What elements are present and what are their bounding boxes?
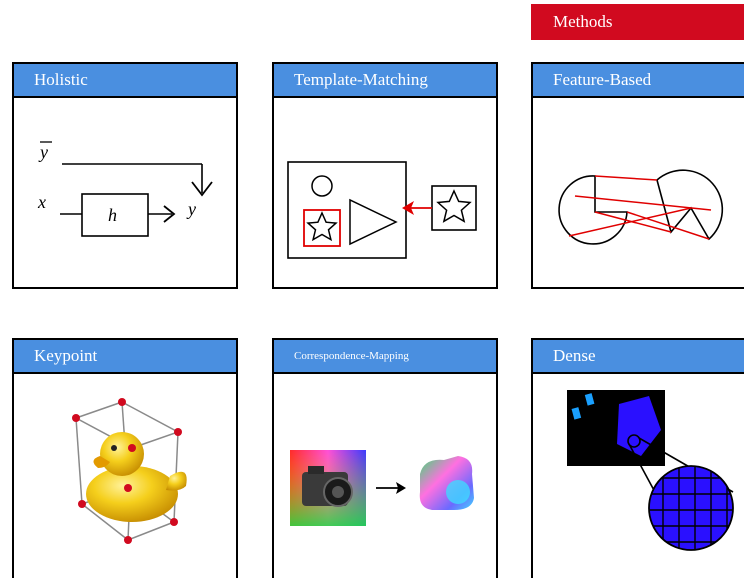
panel-title-holistic: Holistic	[14, 64, 236, 98]
dense-mesh-image	[419, 456, 474, 510]
panel-title-keypoint: Keypoint	[14, 340, 236, 374]
panel-feature-based: Feature-Based	[531, 62, 744, 289]
panel-correspondence-mapping: Correspondence-Mapping	[272, 338, 498, 578]
camera-image	[302, 466, 353, 507]
h-output-arrowhead	[163, 205, 176, 223]
panel-title-feature-based: Feature-Based	[533, 64, 744, 98]
panel-title-template-matching: Template-Matching	[274, 64, 496, 98]
match-arrowhead	[402, 201, 414, 215]
feature-match-lines	[568, 175, 712, 240]
rubber-duck-image	[86, 432, 187, 522]
feature-shape-right	[656, 169, 724, 241]
template-box	[431, 185, 477, 231]
zoom-lens-circle	[648, 465, 734, 551]
panel-holistic: Holistic y x h y	[12, 62, 238, 289]
y-bar-arrowhead	[191, 181, 213, 197]
feature-shape-left	[558, 175, 628, 245]
y-bar-label: y	[38, 142, 48, 162]
template-star	[436, 189, 472, 223]
mapping-arrowhead	[396, 482, 406, 494]
scene-triangle	[349, 198, 398, 246]
keypoint-diagram	[72, 398, 187, 544]
h-block	[81, 193, 149, 237]
y-output-label: y	[186, 199, 196, 219]
panel-title-dense: Dense	[533, 340, 744, 374]
holistic-diagram: y x h y	[37, 141, 213, 237]
feature-based-diagram	[558, 169, 724, 245]
zoom-lens-grid	[649, 466, 733, 550]
panel-title-correspondence-mapping: Correspondence-Mapping	[274, 340, 496, 374]
scene-star	[306, 211, 338, 242]
template-matching-diagram	[287, 161, 477, 259]
correspondence-mapping-diagram	[290, 450, 474, 526]
panel-keypoint: Keypoint	[12, 338, 238, 578]
panel-dense: Dense	[531, 338, 744, 578]
methods-legend: Methods	[531, 4, 744, 40]
scene-circle	[311, 175, 333, 197]
match-box	[303, 209, 341, 247]
h-label: h	[108, 205, 117, 225]
dense-diagram	[567, 390, 734, 551]
dense-map-image	[567, 390, 665, 466]
x-label: x	[37, 192, 46, 212]
keypoint-markers	[72, 398, 182, 544]
zoom-source-circle	[627, 434, 641, 448]
panel-template-matching: Template-Matching	[272, 62, 498, 289]
